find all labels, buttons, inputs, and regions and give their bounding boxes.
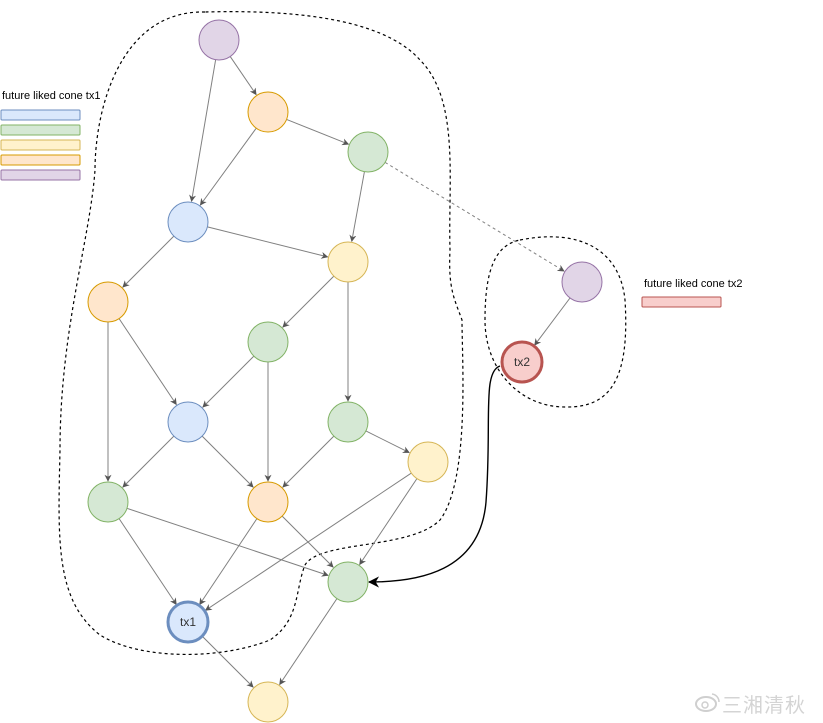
- edge-n5-n7: [282, 275, 335, 328]
- legend-tx1: future liked cone tx1: [0, 90, 100, 181]
- legend-swatch-purple: [0, 169, 81, 181]
- node-n3-circle: [347, 131, 389, 173]
- node-n15[interactable]: [247, 681, 289, 723]
- node-n13-circle: [327, 561, 369, 603]
- edge-n10-n13: [359, 478, 418, 566]
- node-n9-circle: [327, 401, 369, 443]
- node-n2-circle: [247, 91, 289, 133]
- legend-swatch-green: [0, 124, 81, 136]
- edge-n9-n12: [282, 435, 335, 488]
- legend-tx1-title: future liked cone tx1: [2, 90, 100, 102]
- watermark-text: 三湘清秋: [722, 693, 806, 717]
- edge-n8-n11: [122, 435, 175, 488]
- edge-n2-n4: [199, 127, 257, 206]
- edge-n6-n8: [118, 318, 177, 406]
- node-tx1-circle: [166, 600, 210, 644]
- edge-n4-n5: [207, 226, 329, 259]
- node-layer: tx1 tx2: [87, 19, 603, 723]
- node-n8-circle: [167, 401, 209, 443]
- node-n4-circle: [167, 201, 209, 243]
- node-n7[interactable]: [247, 321, 289, 363]
- node-n12[interactable]: [247, 481, 289, 523]
- edge-tx1-n15: [201, 635, 254, 688]
- legend-tx2-swatches: [641, 296, 722, 308]
- node-n5-circle: [327, 241, 369, 283]
- node-n2[interactable]: [247, 91, 289, 133]
- node-tx2[interactable]: tx2: [500, 340, 544, 384]
- legend-swatch-red: [641, 296, 722, 308]
- edge-n4-n6: [122, 235, 175, 288]
- node-n16-circle: [561, 261, 603, 303]
- edge-layer: [104, 56, 571, 688]
- watermark: 三湘清秋: [695, 693, 806, 717]
- node-n6[interactable]: [87, 281, 129, 323]
- node-n7-circle: [247, 321, 289, 363]
- edge-n9-n10: [365, 430, 410, 454]
- node-n6-circle: [87, 281, 129, 323]
- node-n4[interactable]: [167, 201, 209, 243]
- future-cone-tx2-outline: [484, 236, 627, 408]
- weibo-icon: [695, 693, 720, 712]
- node-tx2-label: tx2: [514, 355, 530, 369]
- legend-tx2: future liked cone tx2: [641, 278, 742, 308]
- node-tx2-circle: [500, 340, 544, 384]
- edge-n12-n13: [281, 515, 334, 568]
- edge-n11-tx1: [118, 518, 177, 606]
- node-n10[interactable]: [407, 441, 449, 483]
- edge-n16-tx2: [534, 297, 571, 346]
- node-n3[interactable]: [347, 131, 389, 173]
- legend-tx1-swatches: [0, 109, 81, 181]
- node-n5[interactable]: [327, 241, 369, 283]
- node-n9[interactable]: [327, 401, 369, 443]
- legend-tx2-title: future liked cone tx2: [644, 278, 742, 290]
- edge-tx2-n13: [367, 365, 501, 588]
- node-n11[interactable]: [87, 481, 129, 523]
- node-n1[interactable]: [198, 19, 240, 61]
- node-n16[interactable]: [561, 261, 603, 303]
- edge-n3-n5: [349, 171, 365, 243]
- edge-n3-n16: [384, 161, 565, 272]
- edge-n7-n8: [202, 355, 255, 408]
- node-n11-circle: [87, 481, 129, 523]
- legend-swatch-orange: [0, 154, 81, 166]
- edge-n13-n15: [279, 598, 338, 686]
- node-tx1[interactable]: tx1: [166, 600, 210, 644]
- edge-n8-n12: [201, 435, 254, 488]
- node-n12-circle: [247, 481, 289, 523]
- node-n1-circle: [198, 19, 240, 61]
- legend-swatch-yellow: [0, 139, 81, 151]
- node-n8[interactable]: [167, 401, 209, 443]
- node-tx1-label: tx1: [180, 615, 196, 629]
- edge-n12-tx1: [199, 518, 258, 606]
- node-n10-circle: [407, 441, 449, 483]
- edge-n1-n4: [189, 59, 217, 202]
- node-n15-circle: [247, 681, 289, 723]
- legend-swatch-blue: [0, 109, 81, 121]
- edge-n1-n2: [229, 56, 257, 96]
- edge-n11-n13: [126, 507, 329, 577]
- future-cone-tx1-outline: [58, 11, 464, 655]
- edge-n2-n3: [286, 118, 350, 146]
- node-n13[interactable]: [327, 561, 369, 603]
